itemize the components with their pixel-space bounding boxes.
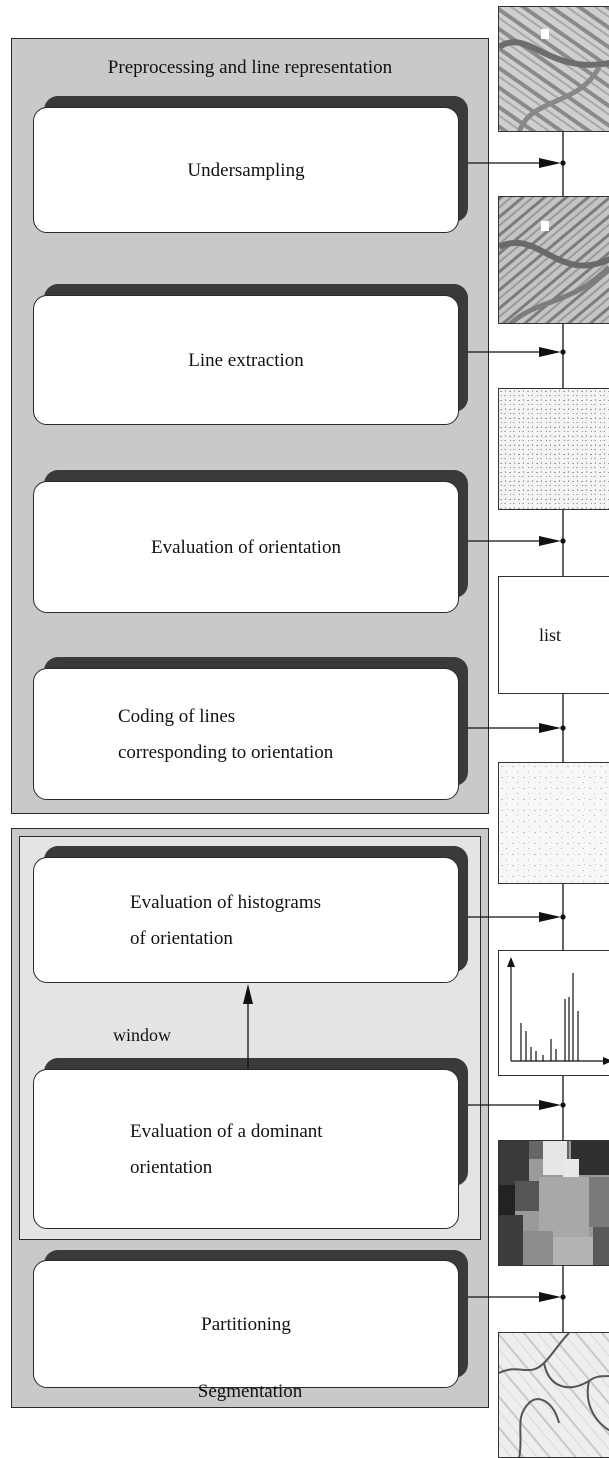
- coding-box: Coding of lines corresponding to orienta…: [33, 668, 459, 800]
- dominant-label-line-1: Evaluation of a dominant: [130, 1120, 323, 1142]
- list-label: list: [539, 624, 562, 645]
- dominant-orientation-thumbnail: [498, 1140, 609, 1266]
- undersampling-label: Undersampling: [187, 159, 305, 181]
- partitioning-box: Partitioning: [33, 1260, 459, 1388]
- input-image-thumbnail: [498, 6, 609, 132]
- coding-label-line-2: corresponding to orientation: [118, 741, 334, 763]
- list-box: list: [498, 576, 609, 694]
- partitioning-label: Partitioning: [201, 1313, 291, 1335]
- undersampling-box: Undersampling: [33, 107, 459, 233]
- window-label: window: [113, 1025, 171, 1045]
- histograms-label-line-2: of orientation: [130, 927, 233, 949]
- coded-lines-thumbnail: [498, 762, 609, 884]
- orientation-eval-label: Evaluation of orientation: [151, 536, 341, 558]
- histograms-label-line-1: Evaluation of histograms: [130, 891, 322, 913]
- segmentation-group-title: Segmentation: [197, 1381, 303, 1402]
- dominant-box: Evaluation of a dominant orientation: [33, 1069, 459, 1229]
- preprocessing-group-title: Preprocessing and line representation: [107, 57, 393, 78]
- orientation-eval-box: Evaluation of orientation: [33, 481, 459, 613]
- dominant-label-line-2: orientation: [130, 1156, 213, 1178]
- histogram-thumbnail: [498, 950, 609, 1076]
- line-image-thumbnail: [498, 388, 609, 510]
- line-extraction-box: Line extraction: [33, 295, 459, 425]
- histograms-box: Evaluation of histograms of orientation: [33, 857, 459, 983]
- partitioned-image-thumbnail: [498, 1332, 609, 1458]
- undersampled-image-thumbnail: [498, 196, 609, 324]
- line-extraction-label: Line extraction: [188, 349, 304, 371]
- coding-label-line-1: Coding of lines: [118, 705, 236, 727]
